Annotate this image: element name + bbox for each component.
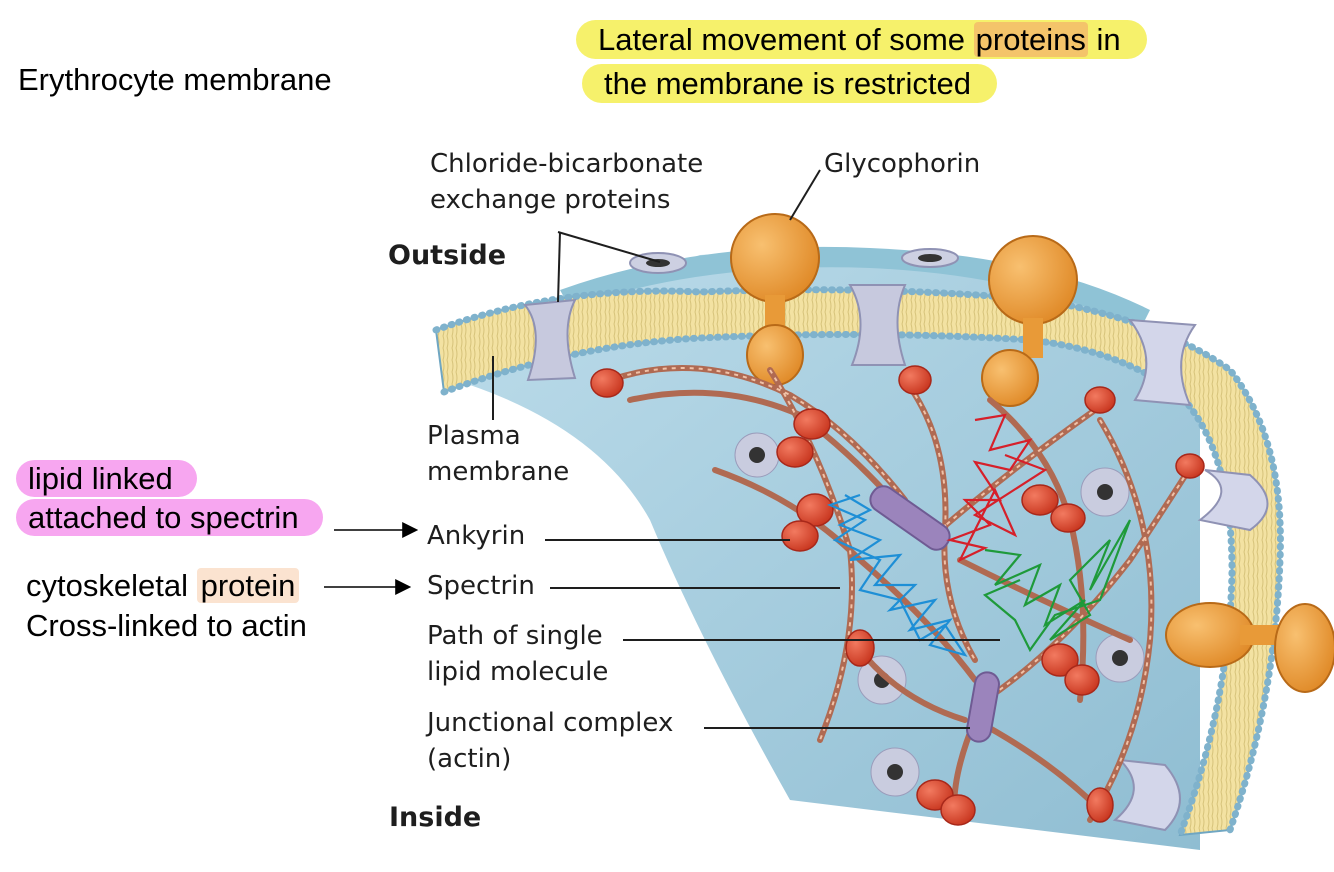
exchange-protein (523, 298, 577, 382)
glycophorin-protein (730, 213, 820, 386)
plasma-membrane-label-line1: Plasma (427, 421, 521, 451)
spectrin-note-line2: Cross-linked to actin (26, 608, 307, 643)
top-note-text-a: Lateral movement of some (598, 22, 974, 57)
head-groups-outer (432, 286, 1284, 834)
lipid-path-label-line2: lipid molecule (427, 657, 609, 687)
lipid-path-label-line1: Path of single (427, 621, 603, 651)
exchange-protein (1127, 318, 1197, 407)
chloride-label-line2: exchange proteins (430, 185, 671, 215)
outside-label: Outside (388, 240, 507, 271)
glycophorin-label: Glycophorin (824, 149, 981, 179)
lipid-path-green (982, 519, 1132, 653)
lipid-path-blue (826, 493, 968, 657)
lipid-path-red (946, 413, 1048, 563)
top-note-line2: the membrane is restricted (582, 64, 997, 103)
exchange-protein (1112, 758, 1181, 832)
ankyrin-note-line2: attached to spectrin (16, 499, 323, 536)
top-note-line2-text: the membrane is restricted (582, 64, 997, 103)
junctional-complex-label-line2: (actin) (427, 744, 512, 774)
plasma-membrane-label-line2: membrane (427, 457, 570, 487)
inside-label: Inside (389, 802, 482, 833)
glycophorin-protein (981, 235, 1078, 407)
ankyrin-label: Ankyrin (427, 521, 526, 551)
spectrin-network-highlight (609, 367, 1196, 821)
top-note-line1: Lateral movement of some proteins in (576, 20, 1147, 59)
ankyrin-note-line1: lipid linked (16, 460, 197, 497)
ankyrin-note-line2-text: attached to spectrin (16, 499, 323, 536)
spectrin-note-highlight: protein (196, 568, 300, 603)
top-note-highlight: proteins (973, 22, 1088, 57)
spectrin-label: Spectrin (427, 571, 535, 601)
top-note-text-b: in (1087, 22, 1121, 57)
slide-title: Erythrocyte membrane (18, 62, 332, 97)
spectrin-note-text: cytoskeletal (26, 568, 197, 603)
ankyrin-note-line1-text: lipid linked (16, 460, 197, 497)
junctional-complex-label-line1: Junctional complex (427, 708, 674, 738)
inner-pores (734, 432, 1145, 797)
exchange-protein (1197, 469, 1269, 532)
glycophorin-protein (1165, 602, 1334, 693)
leader-lines (492, 169, 1000, 729)
junctional-complex (869, 485, 1000, 743)
spectrin-note-line1: cytoskeletal protein (26, 568, 300, 604)
exchange-protein (848, 284, 907, 366)
chloride-label-line1: Chloride-bicarbonate (430, 149, 704, 179)
